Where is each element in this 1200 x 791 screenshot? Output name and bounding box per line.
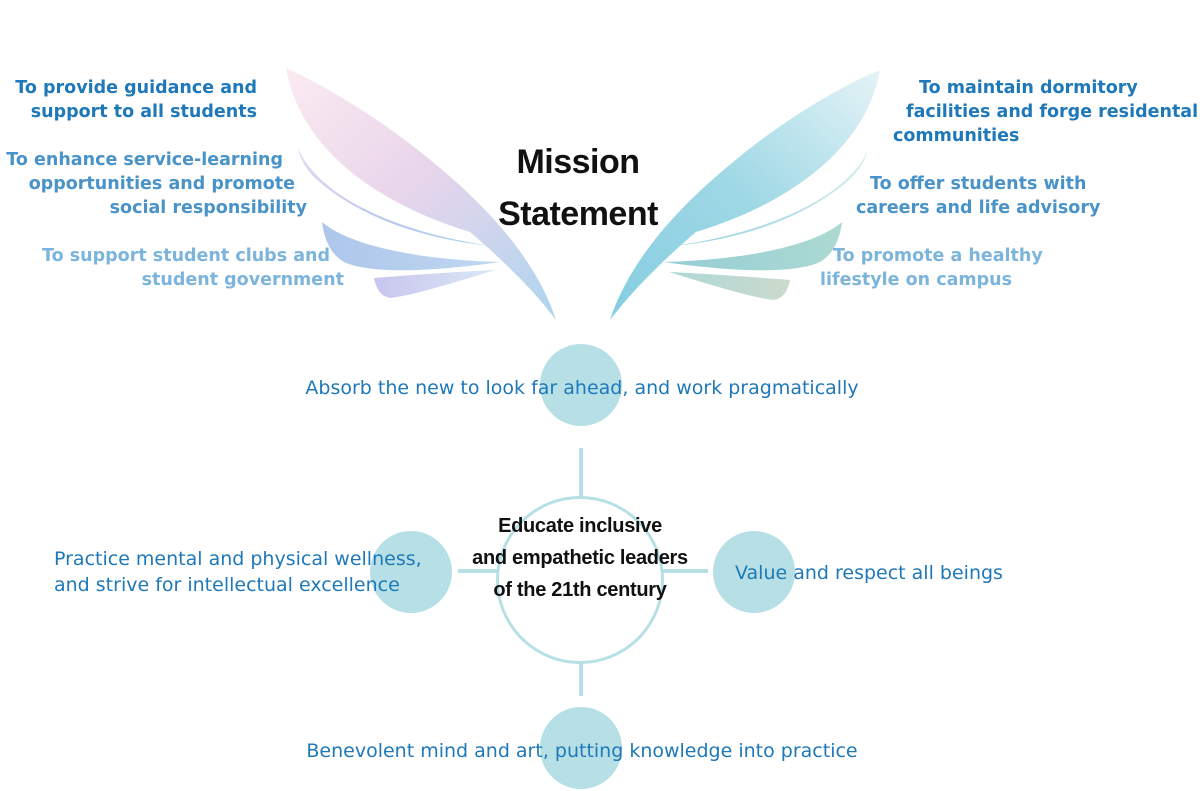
connector-left	[458, 569, 498, 573]
left-goal-service-learning-line-1: To enhance service-learning	[6, 150, 283, 170]
left-goal-student-clubs-line-2: student government	[141, 270, 344, 290]
value-left-label: Practice mental and physical wellness, a…	[54, 546, 422, 598]
connector-bottom	[579, 662, 583, 696]
left-goal-guidance-line-1: To provide guidance and	[15, 78, 257, 98]
value-bottom-label: Benevolent mind and art, putting knowled…	[306, 740, 858, 762]
left-goal-service-learning-line-3: social responsibility	[109, 198, 307, 218]
left-goal-service-learning-line-2: opportunities and promote	[28, 174, 295, 194]
left-wing-feather-1	[286, 68, 556, 320]
right-wing-feather-1	[610, 70, 880, 320]
value-right-label: Value and respect all beings	[735, 562, 1003, 584]
value-left-label-line-2: and strive for intellectual excellence	[54, 574, 400, 596]
value-node-top	[540, 344, 622, 426]
left-goal-student-clubs: To support student clubs and student gov…	[42, 244, 344, 292]
connector-right	[662, 569, 708, 573]
mission-title-line-2: Statement	[498, 195, 658, 233]
right-goal-healthy-lifestyle-line-1: To promote a healthy	[833, 246, 1043, 266]
value-node-left	[370, 531, 452, 613]
left-goal-guidance: To provide guidance and support to all s…	[15, 76, 257, 124]
right-goal-dormitory-line-3: communities	[893, 126, 1020, 146]
value-top-label: Absorb the new to look far ahead, and wo…	[305, 377, 859, 399]
right-goal-dormitory: To maintain dormitory facilities and for…	[893, 76, 1198, 148]
right-goal-careers-line-2: careers and life advisory	[856, 198, 1101, 218]
right-wing-feather-4	[669, 272, 790, 300]
core-statement: Educate inclusive and empathetic leaders…	[446, 510, 714, 606]
value-node-bottom	[540, 707, 622, 789]
mission-title-line-1: Mission	[516, 143, 640, 181]
left-goal-service-learning: To enhance service-learning opportunitie…	[6, 148, 307, 220]
core-value-ring	[496, 496, 664, 664]
value-node-right	[713, 531, 795, 613]
core-statement-line-3: of the 21th century	[493, 579, 667, 601]
left-goal-guidance-line-2: support to all students	[30, 102, 257, 122]
left-wing-feather-4	[374, 270, 495, 298]
right-goal-healthy-lifestyle-line-2: lifestyle on campus	[820, 270, 1013, 290]
left-goal-student-clubs-line-1: To support student clubs and	[42, 246, 330, 266]
right-goal-dormitory-line-1: To maintain dormitory	[919, 78, 1138, 98]
left-wing-feather-3	[322, 222, 500, 271]
right-goal-healthy-lifestyle: To promote a healthy lifestyle on campus	[820, 244, 1043, 292]
right-goal-dormitory-line-2: facilities and forge residental	[906, 102, 1199, 122]
core-statement-line-2: and empathetic leaders	[472, 547, 688, 569]
mission-statement-title: Mission Statement	[478, 136, 678, 240]
right-wing-feather-3	[664, 222, 842, 271]
right-goal-careers-line-1: To offer students with	[870, 174, 1087, 194]
core-statement-line-1: Educate inclusive	[498, 515, 662, 537]
connector-top	[579, 448, 583, 498]
value-left-label-line-1: Practice mental and physical wellness,	[54, 548, 422, 570]
right-goal-careers: To offer students with careers and life …	[856, 172, 1100, 220]
